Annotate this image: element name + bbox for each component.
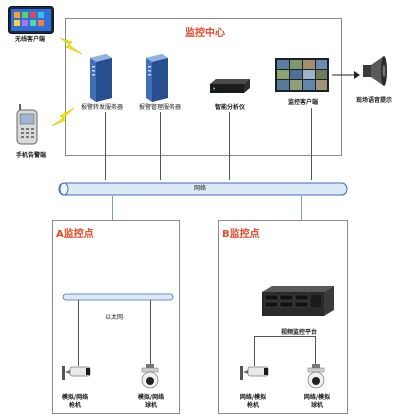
analyzer-device-icon [210,78,250,94]
site-a-camera1-type: 枪机 [68,402,81,409]
site-b-box [218,220,348,414]
server-icon [88,52,114,102]
site-b-camera1-label: 网络/模拟 [239,394,267,401]
site-b-camera1-type: 枪机 [246,402,259,409]
connector-line [150,300,151,366]
monitor-wall-icon [275,58,329,94]
bullet-camera-icon [60,364,92,386]
server-icon [144,52,170,102]
site-b-camera2-label: 网络/模拟 [303,394,331,401]
connector-line [311,108,312,180]
smart-analyzer-label: 智能分析仪 [214,104,245,111]
connector-line [105,112,106,180]
connector-line [78,300,79,366]
onsite-voice-label: 现场语音提示 [355,97,392,104]
video-platform-label: 视频监控平台 [280,329,317,336]
alarm-mgmt-server-label: 报警管理服务器 [138,104,181,111]
dome-camera-icon [302,364,330,390]
nvr-device-icon [262,284,334,318]
alarm-forward-server-label: 报警转发服务器 [80,104,123,111]
network-bus [58,181,348,197]
connector-line [254,336,316,337]
site-a-camera2-label: 模拟/网络 [137,394,165,401]
mobile-client-label: 无线客户端 [14,36,45,43]
site-a-title: A监控点 [56,229,94,240]
phone-icon [16,104,40,146]
site-b-camera2-type: 球机 [310,402,323,409]
connector-line [160,112,161,180]
network-label: 网络 [193,185,206,192]
connector-line [254,336,255,366]
site-a-camera1-label: 模拟/网络 [61,394,89,401]
monitor-center-title: 监控中心 [185,28,225,39]
wireless-link-icon [58,36,84,56]
bullet-camera-icon [238,364,270,386]
wireless-link-icon [50,106,76,128]
ethernet-label: 以太网 [104,314,123,321]
site-a-box [52,220,180,414]
tablet-icon [8,6,54,34]
ethernet-switch [62,292,174,302]
site-b-title: B监控点 [222,229,260,240]
connector-line [229,112,230,180]
site-a-camera2-type: 球机 [144,402,157,409]
monitor-client-label: 监控客户端 [287,99,318,106]
connector-line [315,336,316,366]
dome-camera-icon [136,364,164,390]
phone-alarm-label: 手机告警端 [15,152,46,159]
arrow-icon [332,70,360,80]
speaker-icon [362,54,388,88]
